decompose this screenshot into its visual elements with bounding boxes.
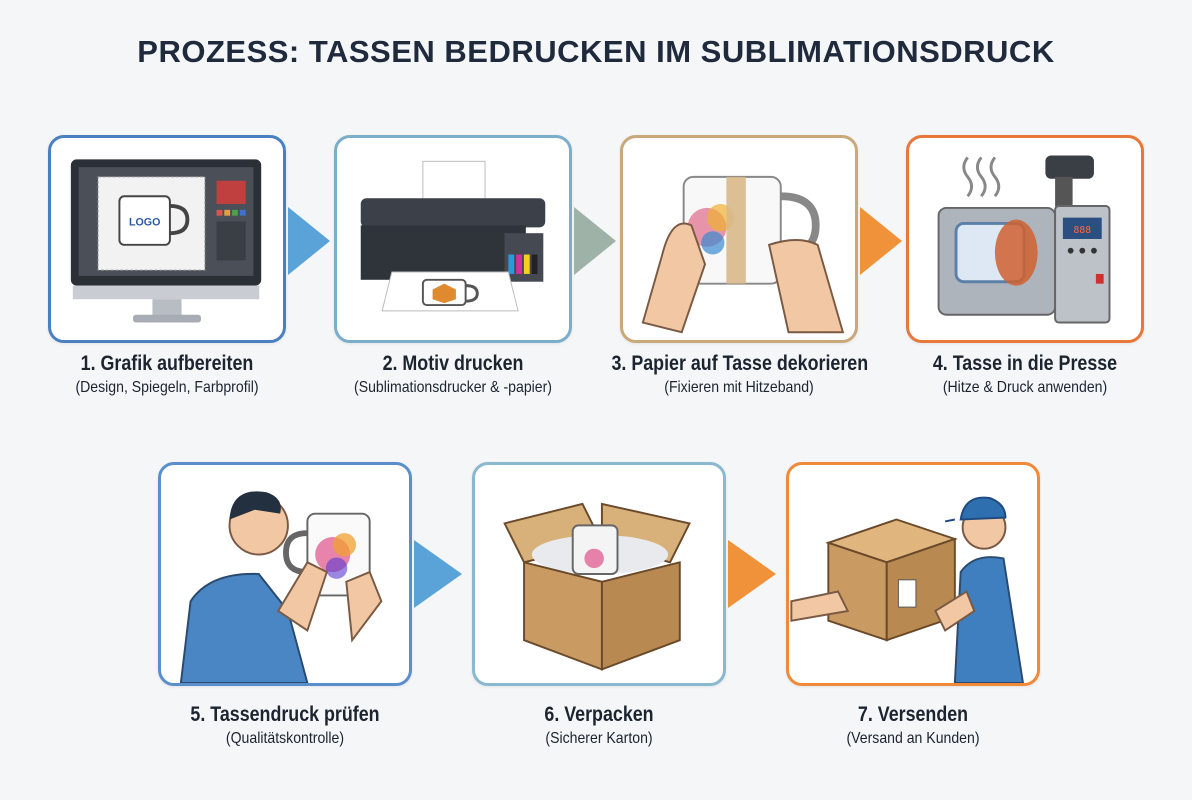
step-title: 1. Grafik aufbereiten [80,352,254,375]
svg-text:888: 888 [1074,225,1092,236]
step-title: 5. Tassendruck prüfen [190,703,380,726]
arrow-3-4 [860,207,902,275]
step-title: 7. Versenden [857,703,969,726]
step-1-card: LOGO [48,135,286,343]
step-4-card: 888 [906,135,1144,343]
step-title: 3. Papier auf Tasse dekorieren [611,352,869,375]
arrow-1-2 [288,207,330,275]
step-6-card [472,462,726,686]
box-packing-icon [503,502,691,671]
page-title: PROZESS: TASSEN BEDRUCKEN IM SUBLIMATION… [137,34,1055,69]
step-2-label: 2. Motiv drucken (Sublimationsdrucker & … [303,352,603,397]
step-4-label: 4. Tasse in die Presse (Hitze & Druck an… [875,352,1175,397]
printer-icon [360,160,546,312]
step-subtitle: (Hitze & Druck anwenden) [942,379,1108,396]
step-3-card [620,135,858,343]
step-subtitle: (Qualitätskontrolle) [225,730,345,747]
step-1-label: 1. Grafik aufbereiten (Design, Spiegeln,… [17,352,317,397]
person-inspecting-mug-icon [179,491,383,683]
step-5-label: 5. Tassendruck prüfen (Qualitätskontroll… [135,703,435,748]
arrow-6-7 [728,540,776,608]
step-subtitle: (Sicherer Karton) [545,730,653,747]
step-5-card [158,462,412,686]
step-title: 2. Motiv drucken [382,352,524,375]
step-6-label: 6. Verpacken (Sicherer Karton) [449,703,749,748]
step-subtitle: (Design, Spiegeln, Farbprofil) [75,379,259,396]
delivery-person-icon [790,496,1024,683]
mug-press-icon: 888 [937,155,1111,324]
arrow-5-6 [414,540,462,608]
step-3-label: 3. Papier auf Tasse dekorieren (Fixieren… [589,352,889,397]
monitor-design-icon: LOGO [70,159,262,323]
step-subtitle: (Fixieren mit Hitzeband) [664,379,814,396]
step-title: 6. Verpacken [544,703,654,726]
step-2-card [334,135,572,343]
arrow-2-3 [574,207,616,275]
step-title: 4. Tasse in die Presse [932,352,1118,375]
logo-text: LOGO [129,216,160,228]
step-subtitle: (Sublimationsdrucker & -papier) [354,379,552,396]
step-7-label: 7. Versenden (Versand an Kunden) [763,703,1063,748]
step-subtitle: (Versand an Kunden) [846,730,980,747]
hands-mug-tape-icon [641,175,845,334]
step-7-card [786,462,1040,686]
